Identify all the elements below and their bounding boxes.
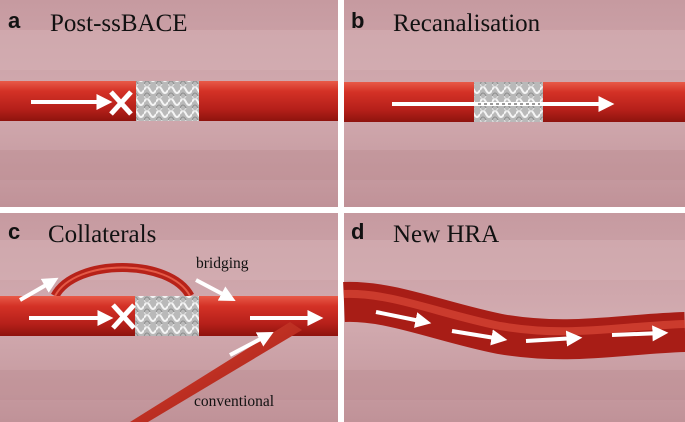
conventional-arrow (229, 332, 274, 357)
panel-b-cloud (344, 30, 685, 70)
panel-c-cloud (0, 370, 338, 400)
bridging-entry-arrow (19, 277, 59, 302)
stent (136, 81, 199, 121)
flow-arrow (525, 330, 583, 347)
panel-b: b Recanalisation (344, 0, 685, 207)
panel-d: d New HRA (343, 213, 685, 422)
panel-a-cloud (0, 30, 338, 70)
panel-d-title: New HRA (393, 221, 499, 248)
panel-d-letter: d (351, 219, 364, 244)
flow-arrow (611, 325, 669, 342)
stent (135, 296, 199, 336)
occlusion-x-icon (109, 90, 133, 116)
panel-b-cloud (344, 150, 685, 180)
panel-c-title: Collaterals (48, 221, 156, 248)
panel-a-title: Post-ssBACE (50, 10, 188, 37)
panel-c-letter: c (8, 219, 20, 244)
conventional-collateral (130, 322, 302, 422)
panel-b-letter: b (351, 8, 364, 33)
bridging-label: bridging (196, 255, 249, 272)
bridging-collateral-highlight (54, 266, 191, 297)
panel-b-title: Recanalisation (393, 10, 541, 37)
conventional-label: conventional (194, 393, 274, 410)
flow-arrow (375, 310, 432, 328)
flow-arrow (451, 329, 508, 346)
panel-a: a Post-ssBACE (0, 0, 338, 207)
new-vessel-highlight (343, 289, 685, 336)
occlusion-x-icon (111, 303, 136, 330)
panel-a-letter: a (8, 8, 21, 33)
panel-a-cloud (0, 150, 338, 180)
panel-d-cloud (344, 370, 685, 400)
panel-d-cloud (344, 240, 685, 280)
bridging-exit-arrow (195, 278, 236, 301)
panel-c: c Collaterals bridging conventional (0, 213, 338, 422)
